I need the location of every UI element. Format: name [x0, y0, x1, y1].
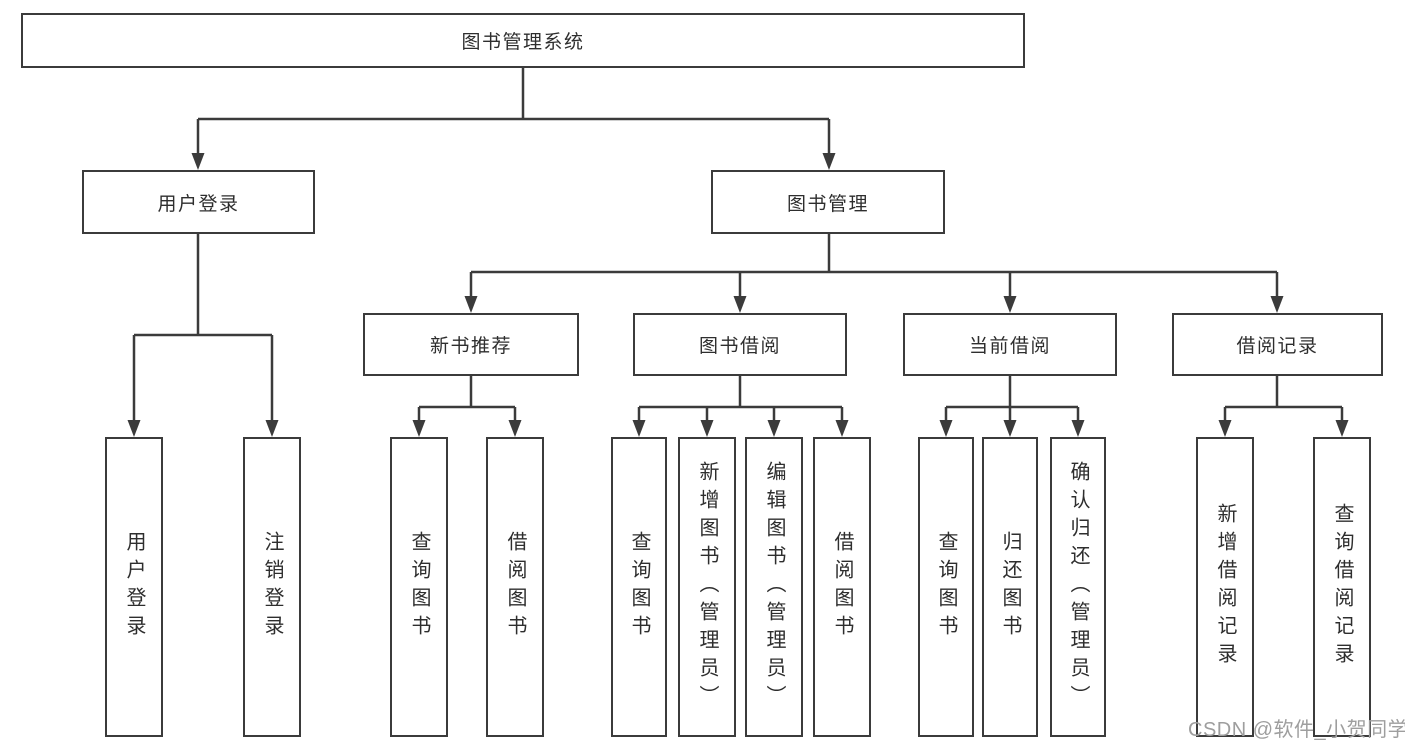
leaf-current-query-books: 查询图书: [918, 437, 974, 737]
connector-book-management: [469, 234, 1279, 297]
node-label: 图书管理系统: [461, 32, 585, 53]
leaf-records-add-record: 新增借阅记录: [1196, 437, 1254, 737]
arrow-icon: [767, 420, 781, 437]
node-label: 借阅记录: [1236, 336, 1319, 357]
node-label: 查询图书: [628, 531, 650, 643]
arrow-icon: [265, 420, 279, 437]
connector-book-borrowing: [637, 376, 844, 421]
arrow-icon: [700, 420, 714, 437]
arrow-icon: [127, 420, 141, 437]
connector-new-book-recommend: [417, 376, 517, 421]
node-new-book-recommend: 新书推荐: [363, 313, 579, 376]
arrow-icon: [1335, 420, 1349, 437]
node-label: 归还图书: [999, 531, 1021, 643]
node-label: 查询借阅记录: [1331, 503, 1353, 671]
node-label: 用户登录: [157, 193, 240, 215]
arrow-icon: [508, 420, 522, 437]
node-label: 查询图书: [408, 531, 430, 643]
arrow-icon: [632, 420, 646, 437]
node-current-borrowing: 当前借阅: [903, 313, 1117, 376]
leaf-logout: 注销登录: [243, 437, 301, 737]
connector-current-borrowing: [944, 376, 1080, 421]
connector-borrowing-records: [1223, 376, 1344, 421]
node-label: 注销登录: [261, 531, 283, 643]
arrow-icon: [939, 420, 953, 437]
node-label: 新书推荐: [429, 336, 512, 357]
arrow-icon: [822, 153, 836, 170]
node-label: 新增图书（管理员）: [696, 461, 718, 713]
arrow-icon: [835, 420, 849, 437]
node-label: 当前借阅: [968, 336, 1051, 357]
node-label: 编辑图书（管理员）: [763, 461, 785, 713]
leaf-current-return-books: 归还图书: [982, 437, 1038, 737]
node-label: 用户登录: [123, 531, 145, 643]
leaf-records-query-record: 查询借阅记录: [1313, 437, 1371, 737]
csdn-watermark: CSDN @软件_小贺同学: [1188, 719, 1405, 741]
connector-user-login: [132, 234, 274, 421]
node-label: 借阅图书: [504, 531, 526, 643]
leaf-borrowing-borrow-books: 借阅图书: [813, 437, 871, 737]
connector-root: [196, 68, 831, 154]
leaf-recommend-borrow-books: 借阅图书: [486, 437, 544, 737]
arrow-icon: [191, 153, 205, 170]
leaf-borrowing-edit-books-admin: 编辑图书（管理员）: [745, 437, 803, 737]
node-borrowing-records: 借阅记录: [1172, 313, 1383, 376]
node-label: 新增借阅记录: [1214, 503, 1236, 671]
leaf-recommend-query-books: 查询图书: [390, 437, 448, 737]
arrow-icon: [1003, 420, 1017, 437]
node-label: 图书管理: [786, 193, 869, 215]
leaf-borrowing-add-books-admin: 新增图书（管理员）: [678, 437, 736, 737]
node-label: 确认归还（管理员）: [1067, 461, 1089, 713]
leaf-current-confirm-return-admin: 确认归还（管理员）: [1050, 437, 1106, 737]
node-label: 查询图书: [935, 531, 957, 643]
arrow-icon: [464, 296, 478, 313]
arrow-icon: [1270, 296, 1284, 313]
node-label: 图书借阅: [698, 336, 781, 357]
arrow-icon: [733, 296, 747, 313]
node-book-borrowing: 图书借阅: [633, 313, 847, 376]
node-user-login: 用户登录: [82, 170, 315, 234]
arrowheads: [127, 153, 1349, 437]
node-label: 借阅图书: [831, 531, 853, 643]
arrow-icon: [1071, 420, 1085, 437]
arrow-icon: [412, 420, 426, 437]
arrow-icon: [1003, 296, 1017, 313]
leaf-borrowing-query-books: 查询图书: [611, 437, 667, 737]
leaf-user-login: 用户登录: [105, 437, 163, 737]
node-book-management: 图书管理: [711, 170, 945, 234]
arrow-icon: [1218, 420, 1232, 437]
node-root-system: 图书管理系统: [21, 13, 1025, 68]
